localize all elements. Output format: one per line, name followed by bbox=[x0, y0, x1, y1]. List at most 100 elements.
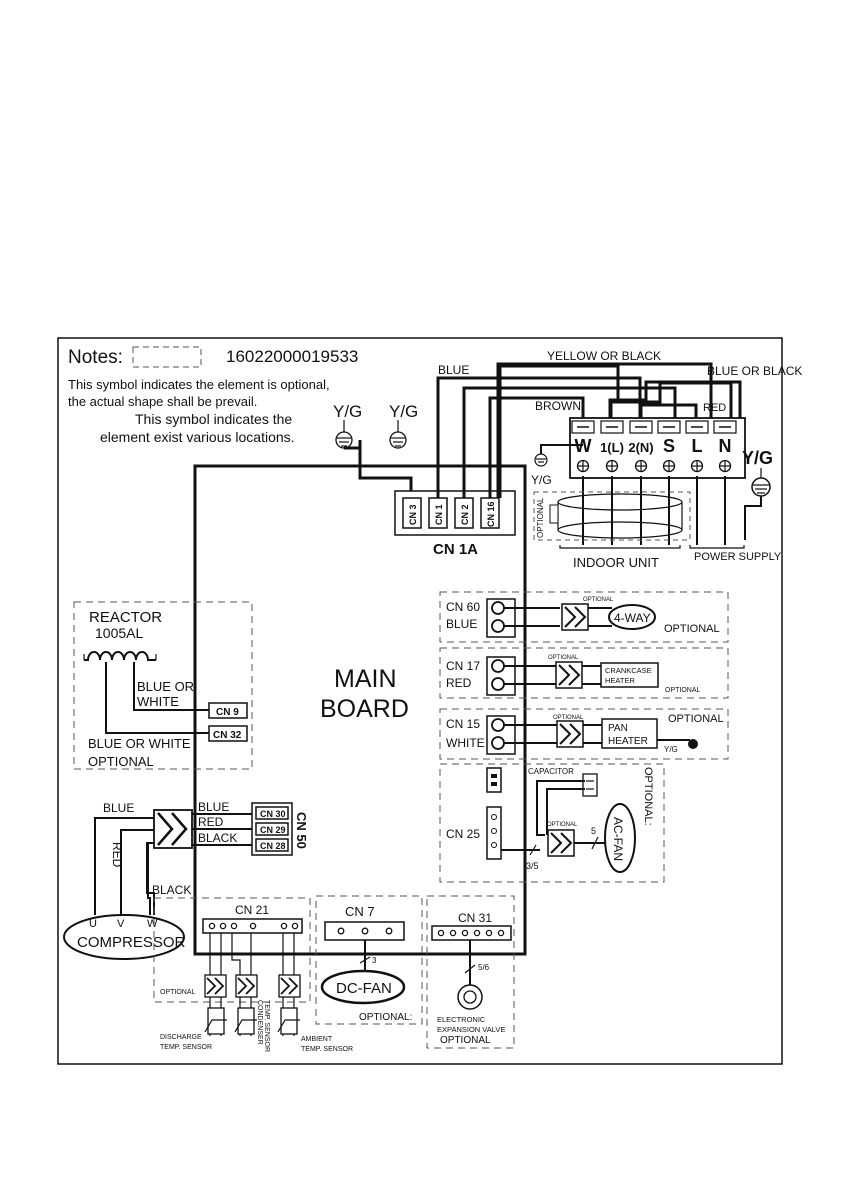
reactor-wire2: BLUE OR WHITE bbox=[88, 736, 191, 751]
compressor-label: COMPRESSOR bbox=[77, 934, 186, 951]
part-number: 16022000019533 bbox=[226, 347, 358, 366]
terminal-label: 2(N) bbox=[628, 440, 653, 455]
cn50-wire-black: BLACK bbox=[198, 831, 237, 845]
cn7-optional: OPTIONAL: bbox=[359, 1012, 412, 1023]
capacitor-label: CAPACITOR bbox=[528, 767, 574, 776]
cn15-optional: OPTIONAL bbox=[668, 713, 724, 725]
cn21-optional-region bbox=[153, 897, 311, 1003]
terminal-w: W bbox=[571, 420, 595, 473]
crankcase-heater-line2: HEATER bbox=[605, 676, 635, 685]
cn17-optional-tag: OPTIONAL bbox=[548, 655, 579, 661]
compressor-wire-black: BLACK bbox=[152, 883, 191, 897]
terminal-label: N bbox=[719, 436, 732, 456]
ground-icon: Y/G bbox=[389, 402, 418, 449]
four-way-valve bbox=[608, 604, 656, 630]
terminal-label: 1(L) bbox=[600, 440, 624, 455]
cn17-label: CN 17 bbox=[446, 659, 480, 673]
cn31-wire-count: 5/6 bbox=[478, 963, 490, 972]
ground-label-terminal: Y/G bbox=[742, 448, 773, 468]
compressor-phase-v: V bbox=[117, 918, 125, 930]
cn7-optional-region bbox=[315, 895, 423, 1025]
ground-icon bbox=[688, 739, 698, 749]
compressor-wire-blue: BLUE bbox=[103, 801, 134, 815]
ground-label-1: Y/G bbox=[333, 402, 362, 421]
wire-label-yellow-or-black: YELLOW OR BLACK bbox=[547, 349, 661, 363]
power-supply-label: POWER SUPPLY bbox=[694, 551, 782, 563]
cn1a-pin-cn1: CN 1 bbox=[434, 504, 444, 525]
capacitor bbox=[582, 773, 598, 797]
ambient-sensor-line2: TEMP. SENSOR bbox=[301, 1046, 353, 1053]
notes-optional-text-2: the actual shape shall be prevail. bbox=[68, 394, 257, 409]
ambient-sensor-line1: AMBIENT bbox=[301, 1036, 333, 1043]
ground-icon: Y/G bbox=[333, 402, 362, 449]
optional-label-cable: OPTIONAL bbox=[536, 497, 545, 538]
dc-fan-label: DC-FAN bbox=[336, 980, 392, 997]
cn25-optional-tag: OPTIONAL bbox=[547, 822, 578, 828]
ground-icon bbox=[534, 453, 548, 467]
cn30-label: CN 30 bbox=[260, 809, 286, 819]
cn15-label: CN 15 bbox=[446, 717, 480, 731]
ground-label-left: Y/G bbox=[531, 473, 552, 487]
condenser-sensor bbox=[234, 997, 257, 1036]
ground-label-2: Y/G bbox=[389, 402, 418, 421]
cn21-label: CN 21 bbox=[235, 903, 269, 917]
wire-label-blue-or-black: BLUE OR BLACK bbox=[707, 364, 802, 378]
compressor-phase-w: W bbox=[147, 918, 158, 930]
reactor-title: REACTOR bbox=[89, 609, 162, 626]
cn15-color: WHITE bbox=[446, 736, 485, 750]
terminal-n: N bbox=[713, 420, 737, 473]
pan-heater-line1: PAN bbox=[608, 723, 628, 734]
cn31-label: CN 31 bbox=[458, 911, 492, 925]
cn50-wire-red: RED bbox=[198, 815, 224, 829]
cn25-wire-count-left: 3/5 bbox=[526, 861, 539, 871]
reactor-wire1-line1: BLUE OR bbox=[137, 679, 194, 694]
cn21-connector bbox=[202, 918, 303, 934]
terminal-l: L bbox=[685, 420, 709, 473]
pan-heater bbox=[601, 718, 658, 749]
expansion-valve-optional: OPTIONAL bbox=[440, 1035, 491, 1046]
cn15-ground-label: Y/G bbox=[664, 745, 678, 754]
discharge-sensor-line1: DISCHARGE bbox=[160, 1034, 202, 1041]
four-way-label: 4-WAY bbox=[614, 611, 651, 625]
terminal-s: S bbox=[657, 420, 681, 473]
discharge-sensor-line2: TEMP. SENSOR bbox=[160, 1044, 212, 1051]
cn17-region bbox=[439, 647, 729, 699]
ac-fan-label: AC-FAN bbox=[611, 817, 625, 861]
discharge-sensor bbox=[204, 997, 227, 1036]
cn60-color: BLUE bbox=[446, 617, 477, 631]
optional-region-cable bbox=[533, 491, 691, 541]
notes-location-text-2: element exist various locations. bbox=[100, 429, 295, 445]
main-board-title-1: MAIN bbox=[334, 665, 397, 693]
ac-fan bbox=[604, 803, 636, 873]
cn1a-pin-cn3: CN 3 bbox=[408, 504, 418, 525]
notes-location-text-1: This symbol indicates the bbox=[135, 411, 292, 427]
reactor-coil-icon bbox=[84, 651, 156, 661]
cn31-connector bbox=[431, 925, 512, 941]
cn31-optional-region bbox=[426, 895, 515, 1049]
compressor-phase-u: U bbox=[89, 918, 97, 930]
cn25-label: CN 25 bbox=[446, 827, 480, 841]
cn7-label: CN 7 bbox=[345, 904, 375, 919]
cn50-wire-blue: BLUE bbox=[198, 800, 229, 814]
expansion-valve-line2: EXPANSION VALVE bbox=[437, 1025, 505, 1034]
cn50-label: CN 50 bbox=[294, 812, 309, 849]
notes-label: Notes: bbox=[68, 347, 123, 368]
ambient-sensor bbox=[277, 997, 300, 1036]
cn1a-label: CN 1A bbox=[433, 541, 478, 558]
notes-optional-text-1: This symbol indicates the element is opt… bbox=[68, 377, 330, 392]
cn1a-pin-cn2: CN 2 bbox=[460, 504, 470, 525]
crankcase-heater-line1: CRANKCASE bbox=[605, 666, 652, 675]
pan-heater-line2: HEATER bbox=[608, 736, 648, 747]
reactor-optional-region bbox=[73, 601, 253, 770]
condenser-sensor-line1: CONDENSER bbox=[256, 1000, 263, 1045]
cn28-label: CN 28 bbox=[260, 841, 286, 851]
cn25-region bbox=[439, 763, 665, 883]
cn29-label: CN 29 bbox=[260, 825, 286, 835]
cn1a-pin-cn16: CN 16 bbox=[486, 501, 496, 527]
dc-fan bbox=[320, 969, 406, 1005]
cn60-optional-tag: OPTIONAL bbox=[583, 597, 614, 603]
crankcase-heater bbox=[600, 662, 659, 688]
cn60-label: CN 60 bbox=[446, 600, 480, 614]
expansion-valve-line1: ELECTRONIC bbox=[437, 1015, 486, 1024]
cn60-optional: OPTIONAL bbox=[664, 623, 720, 635]
